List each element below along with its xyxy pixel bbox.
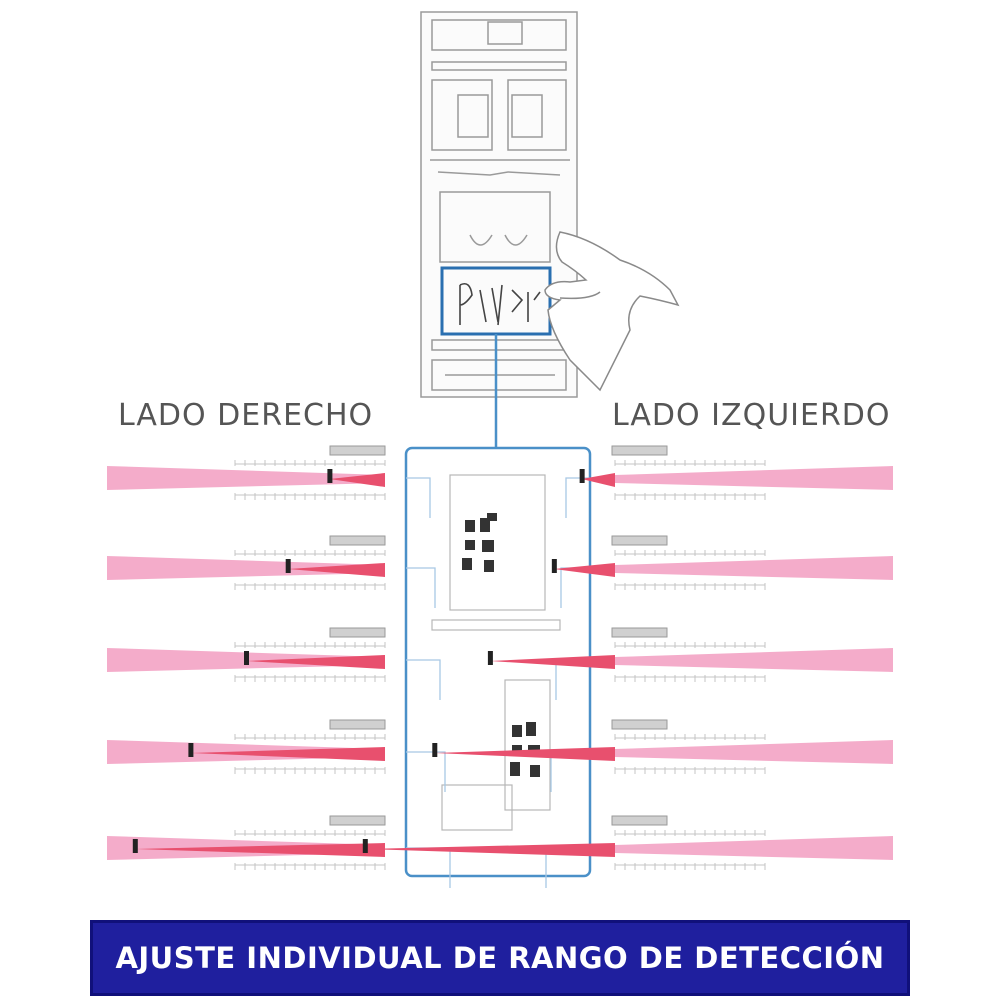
left-beam-row-5 (362, 815, 893, 870)
person-marker (432, 743, 438, 757)
range-label-plate (611, 627, 668, 638)
left-beam-row-1 (579, 445, 893, 500)
range-label-plate (611, 445, 668, 456)
detection-range (489, 655, 615, 669)
left-side-beams (362, 445, 893, 870)
left-beam-row-4 (432, 719, 893, 774)
range-label-plate (611, 815, 668, 826)
range-ticks (614, 460, 766, 500)
detection-range (134, 843, 385, 857)
person-marker (551, 559, 557, 573)
detection-beam (107, 556, 385, 580)
person-marker (244, 651, 249, 665)
right-side-label: LADO DERECHO (118, 398, 374, 433)
range-ticks (234, 460, 386, 500)
detection-range (329, 473, 385, 487)
person-marker (487, 651, 493, 665)
range-ticks (234, 642, 386, 682)
detection-beam (615, 740, 893, 764)
left-beam-row-3 (487, 627, 893, 682)
detection-beam (615, 648, 893, 672)
left-side-label: LADO IZQUIERDO (612, 398, 891, 433)
control-board (404, 446, 592, 888)
hand-icon (544, 231, 680, 392)
right-beam-row-1 (107, 445, 386, 500)
detection-range (190, 747, 385, 761)
detection-beam (615, 556, 893, 580)
range-ticks (234, 830, 386, 870)
banner-text: AJUSTE INDIVIDUAL DE RANGO DE DETECCIÓN (115, 941, 885, 975)
person-marker (285, 559, 291, 573)
range-ticks (234, 734, 386, 774)
range-ticks (614, 830, 766, 870)
range-ticks (234, 550, 386, 590)
detection-beam (107, 466, 385, 490)
range-label-plate (329, 815, 386, 826)
detection-beam (615, 836, 893, 860)
range-label-plate (329, 445, 386, 456)
right-beam-row-3 (107, 627, 386, 682)
range-label-plate (329, 627, 386, 638)
range-label-plate (611, 535, 668, 546)
detection-range (581, 473, 615, 487)
range-ticks (614, 642, 766, 682)
detection-beam (615, 466, 893, 490)
range-ticks (614, 734, 766, 774)
range-label-plate (329, 719, 386, 730)
right-side-beams (107, 445, 386, 870)
detection-range (364, 843, 615, 857)
right-beam-row-5 (107, 815, 386, 870)
right-beam-row-4 (107, 719, 386, 774)
left-beam-row-2 (551, 535, 893, 590)
right-beam-row-2 (107, 535, 386, 590)
sensor-unit (420, 11, 578, 398)
range-ticks (614, 550, 766, 590)
person-marker (327, 469, 333, 483)
range-label-plate (329, 535, 386, 546)
detection-range (287, 563, 385, 577)
person-marker (132, 839, 138, 853)
detection-range (553, 563, 615, 577)
person-marker (188, 743, 194, 757)
person-marker (362, 839, 368, 853)
range-label-plate (611, 719, 668, 730)
detection-range (246, 655, 385, 669)
person-marker (579, 469, 585, 483)
title-banner: AJUSTE INDIVIDUAL DE RANGO DE DETECCIÓN (90, 920, 910, 996)
detection-range (434, 747, 615, 761)
